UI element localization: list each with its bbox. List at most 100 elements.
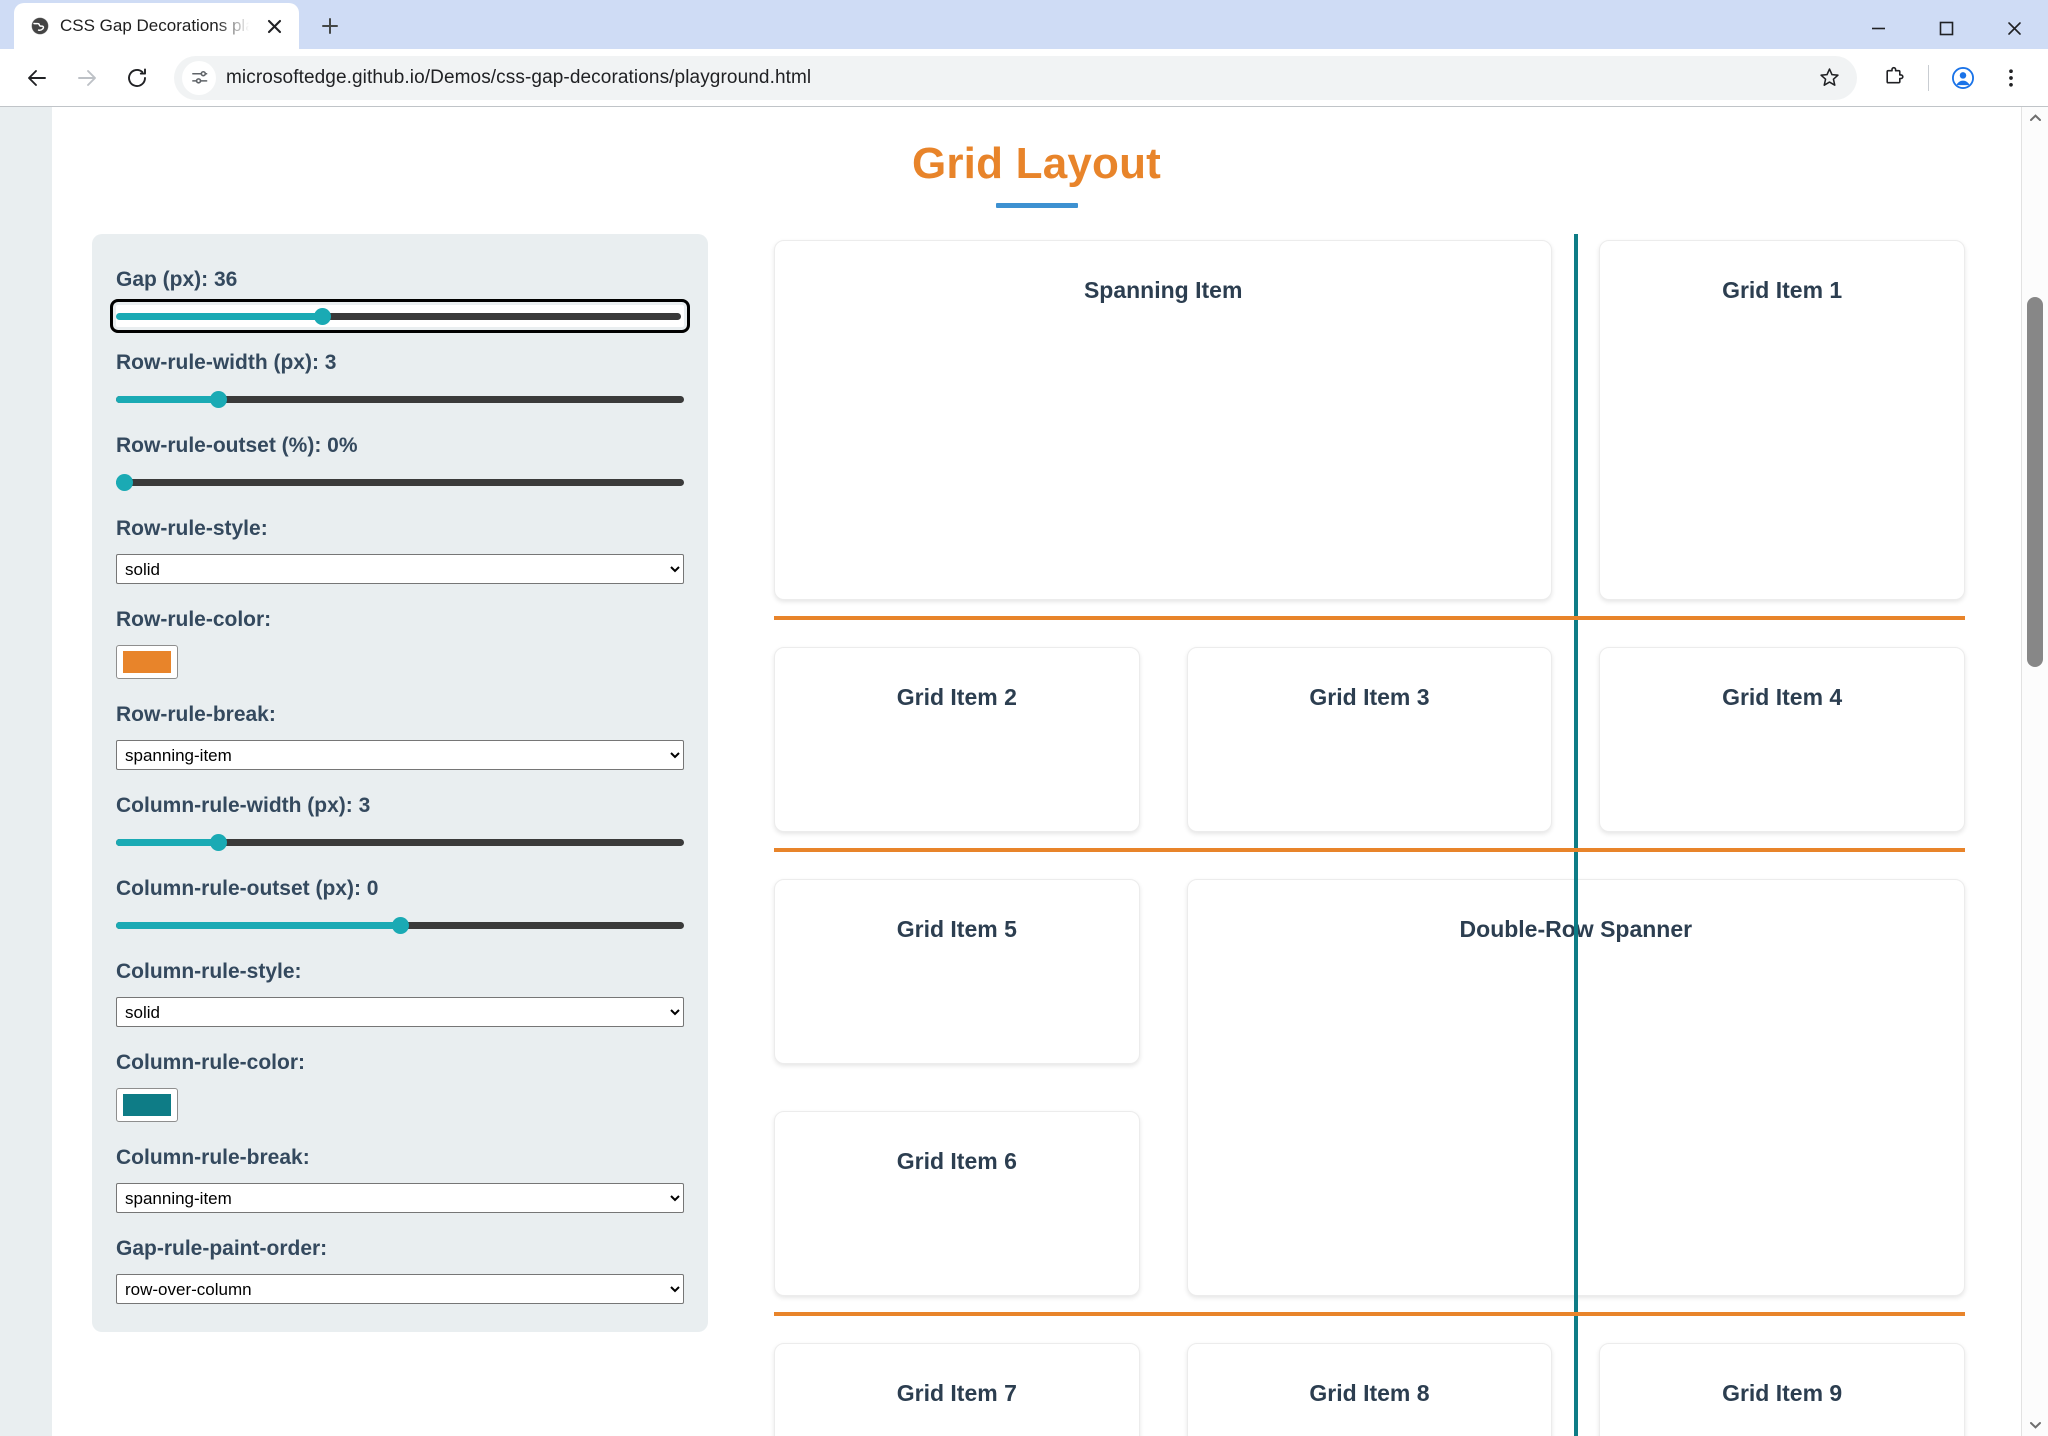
minimize-button[interactable]	[1844, 0, 1912, 56]
browser-toolbar: microsoftedge.github.io/Demos/css-gap-de…	[0, 49, 2048, 107]
label-row-rule-outset: Row-rule-outset (%): 0%	[116, 434, 358, 458]
extensions-puzzle-icon	[1886, 66, 1904, 84]
reload-icon	[128, 68, 146, 87]
scroll-down-arrow[interactable]	[2022, 1414, 2048, 1436]
slider-fill	[116, 313, 323, 321]
slider-gap[interactable]	[110, 299, 690, 334]
grid-item: Grid Item 5	[774, 879, 1140, 1065]
maximize-button[interactable]	[1912, 0, 1980, 56]
close-icon	[2007, 21, 2021, 35]
browser-tab[interactable]: CSS Gap Decorations playgroun	[14, 3, 299, 50]
select-row-rule-break[interactable]: nonespanning-itemintersection	[116, 740, 684, 771]
select-column-rule-break[interactable]: nonespanning-itemintersection	[116, 1183, 684, 1214]
slider-fill	[116, 922, 400, 930]
page-scrollbar[interactable]	[2021, 107, 2048, 1436]
grid-item-label: Grid Item 8	[1309, 1380, 1430, 1407]
chevron-down-icon	[2029, 1422, 2041, 1429]
label-column-rule-style: Column-rule-style:	[116, 960, 302, 984]
slider-fill	[116, 396, 218, 404]
scroll-up-arrow[interactable]	[2022, 107, 2048, 129]
color-swatch-fill	[123, 651, 171, 674]
grid-item: Grid Item 4	[1599, 647, 1965, 833]
profile-button[interactable]	[1940, 55, 1986, 101]
control-column-rule-width: Column-rule-width (px): 3	[116, 794, 684, 853]
select-column-rule-style[interactable]: nonesoliddasheddotteddoublegrooveridgein…	[116, 997, 684, 1028]
slider-track	[119, 313, 681, 321]
label-gap-rule-paint-order: Gap-rule-paint-order:	[116, 1237, 328, 1261]
control-column-rule-outset: Column-rule-outset (px): 0	[116, 877, 684, 936]
grid-item: Grid Item 3	[1186, 647, 1553, 833]
control-row-rule-width: Row-rule-width (px): 3	[116, 351, 684, 410]
new-tab-button[interactable]	[309, 5, 351, 47]
grid-item: Grid Item 9	[1599, 1343, 1965, 1436]
color-swatch-row-rule-color[interactable]	[116, 645, 178, 680]
back-button[interactable]	[14, 55, 60, 101]
control-gap: Gap (px): 36	[110, 268, 690, 334]
color-swatch-fill	[123, 1094, 171, 1117]
label-row-rule-style: Row-rule-style:	[116, 517, 268, 541]
tab-title: CSS Gap Decorations playgroun	[60, 16, 251, 36]
plus-icon	[322, 18, 338, 35]
grid-item-label: Grid Item 2	[896, 684, 1017, 711]
scrollbar-thumb[interactable]	[2027, 297, 2043, 668]
close-icon	[267, 19, 281, 34]
select-gap-rule-paint-order[interactable]: row-over-columncolumn-over-row	[116, 1274, 684, 1305]
slider-thumb[interactable]	[209, 391, 227, 409]
maximize-icon	[1939, 21, 1953, 35]
grid-item: Grid Item 8	[1186, 1343, 1553, 1436]
browser-menu-button[interactable]	[1988, 55, 2034, 101]
control-row-rule-color: Row-rule-color:	[116, 608, 684, 680]
color-swatch-column-rule-color[interactable]	[116, 1088, 178, 1123]
grid-item-label: Double-Row Spanner	[1459, 916, 1693, 943]
label-gap: Gap (px): 36	[116, 268, 238, 292]
toolbar-right-actions	[1871, 55, 2034, 101]
slider-row-rule-outset[interactable]	[116, 471, 684, 493]
page-title: Grid Layout	[911, 139, 1162, 189]
extensions-button[interactable]	[1871, 55, 1917, 101]
chevron-up-icon	[2029, 114, 2041, 122]
grid-item-label: Grid Item 1	[1722, 277, 1843, 304]
minimize-icon	[1871, 27, 1885, 29]
grid-item-label: Grid Item 6	[896, 1148, 1017, 1175]
grid-item-label: Grid Item 7	[896, 1380, 1017, 1407]
address-bar[interactable]: microsoftedge.github.io/Demos/css-gap-de…	[174, 55, 1857, 100]
control-row-rule-break: Row-rule-break:nonespanning-itemintersec…	[116, 703, 684, 771]
tab-close-icon[interactable]	[261, 13, 287, 39]
three-dot-menu-icon	[2009, 69, 2013, 87]
slider-row-rule-width[interactable]	[116, 388, 684, 410]
grid-item-label: Grid Item 3	[1309, 684, 1430, 711]
slider-thumb[interactable]	[209, 834, 227, 852]
control-row-rule-style: Row-rule-style: nonesoliddasheddotteddoub…	[116, 517, 684, 585]
slider-thumb[interactable]	[116, 474, 133, 492]
web-page: Grid Layout Gap (px): 36 Row-rule-width (…	[52, 107, 2021, 1436]
globe-icon	[31, 17, 49, 36]
slider-thumb[interactable]	[314, 308, 332, 326]
label-column-rule-color: Column-rule-color:	[116, 1051, 305, 1075]
label-row-rule-width: Row-rule-width (px): 3	[116, 351, 337, 375]
control-row-rule-outset: Row-rule-outset (%): 0%	[116, 434, 684, 493]
title-underline	[995, 203, 1078, 209]
tab-strip: CSS Gap Decorations playgroun	[0, 0, 2048, 50]
control-gap-rule-paint-order: Gap-rule-paint-order: row-over-columncolu…	[116, 1237, 684, 1305]
arrow-left-icon	[28, 69, 46, 86]
control-column-rule-style: Column-rule-style: nonesoliddasheddottedd…	[116, 960, 684, 1028]
slider-fill	[116, 839, 218, 847]
slider-track	[116, 396, 684, 404]
close-window-button[interactable]	[1980, 0, 2048, 56]
slider-track	[116, 839, 684, 847]
grid-item-label: Spanning Item	[1083, 277, 1243, 304]
grid-item-label: Grid Item 9	[1722, 1380, 1843, 1407]
select-row-rule-style[interactable]: nonesoliddasheddotteddoublegrooveridgein…	[116, 554, 684, 585]
site-info-button[interactable]	[182, 60, 216, 95]
control-column-rule-color: Column-rule-color:	[116, 1051, 684, 1123]
url-text: microsoftedge.github.io/Demos/css-gap-de…	[226, 66, 812, 88]
grid-item: Double-Row Spanner	[1186, 879, 1965, 1297]
slider-column-rule-outset[interactable]	[116, 914, 684, 936]
grid-item: Grid Item 6	[774, 1111, 1140, 1297]
bookmark-button[interactable]	[1809, 58, 1849, 98]
forward-button[interactable]	[64, 55, 110, 101]
slider-column-rule-width[interactable]	[116, 831, 684, 853]
reload-button[interactable]	[114, 55, 160, 101]
slider-thumb[interactable]	[391, 917, 409, 935]
